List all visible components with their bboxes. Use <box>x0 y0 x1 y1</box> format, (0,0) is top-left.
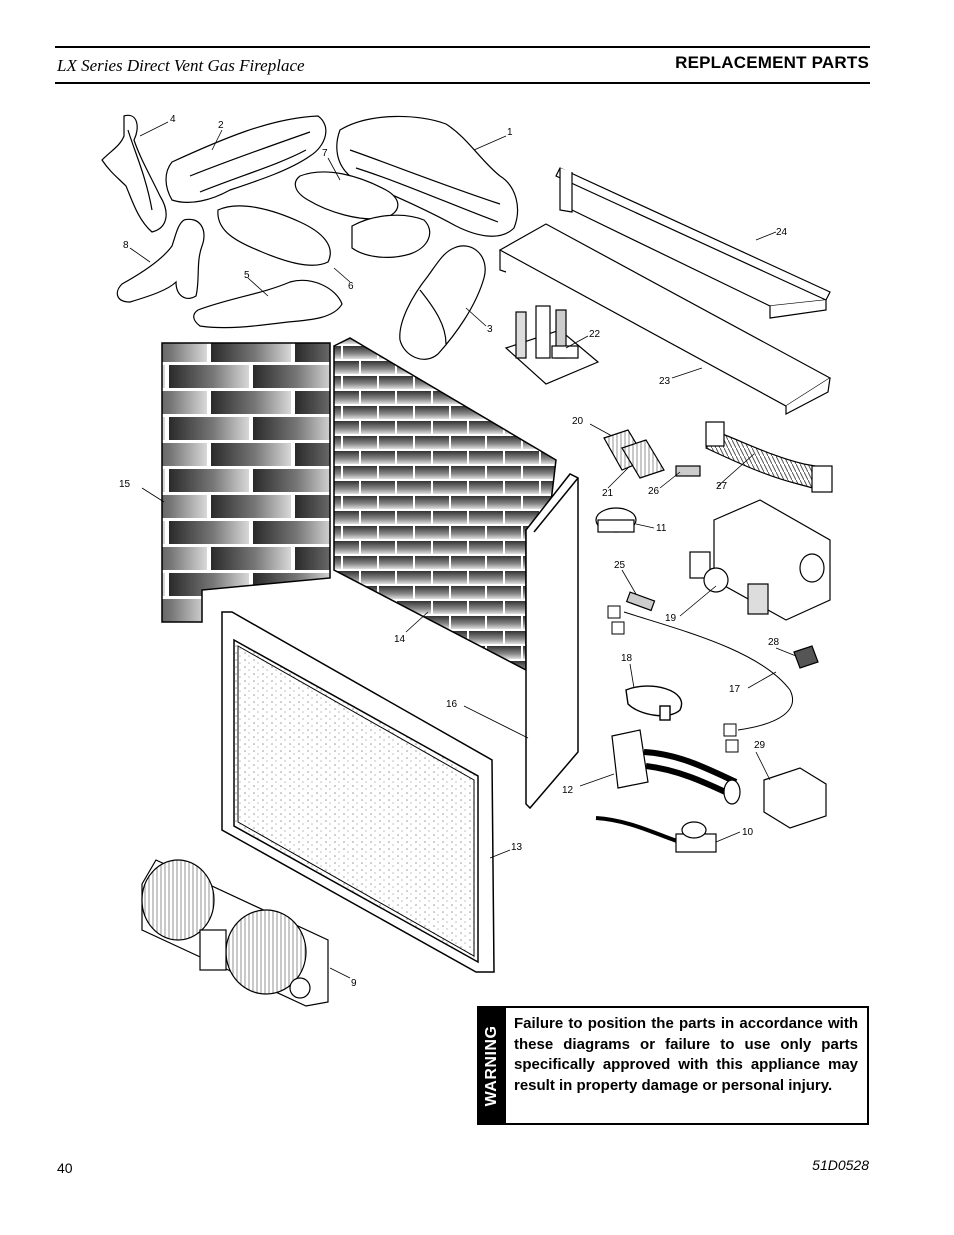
header-rule-top <box>55 46 870 48</box>
document-title: LX Series Direct Vent Gas Fireplace <box>57 56 305 75</box>
log-4 <box>101 114 167 233</box>
warning-text: Failure to position the parts in accorda… <box>514 1015 858 1094</box>
log-2 <box>165 115 327 203</box>
fitting-25 <box>625 591 656 612</box>
callout-29: 29 <box>754 740 766 751</box>
callout-23: 23 <box>659 376 671 387</box>
callout-28: 28 <box>768 637 780 648</box>
fitting-26 <box>675 465 701 477</box>
sleeve-21 <box>621 439 665 479</box>
callout-10: 10 <box>742 827 754 838</box>
module-12 <box>611 729 738 799</box>
log-8 <box>116 218 205 303</box>
switch-11 <box>595 507 637 533</box>
callout-labels: 1 2 3 4 5 6 7 8 9 10 11 12 13 14 15 16 1… <box>119 114 788 989</box>
callout-13: 13 <box>511 842 523 853</box>
callout-9: 9 <box>351 978 357 989</box>
warning-label: WARNING <box>483 1025 500 1107</box>
callout-5: 5 <box>244 270 250 281</box>
callout-16: 16 <box>446 699 458 710</box>
rocker-switch-28 <box>793 645 819 669</box>
callout-6: 6 <box>348 281 354 292</box>
callout-27: 27 <box>716 481 728 492</box>
callout-11: 11 <box>656 523 667 534</box>
warning-box: WARNING Failure to position the parts in… <box>477 1006 869 1125</box>
callout-22: 22 <box>589 329 601 340</box>
callout-1: 1 <box>507 127 513 138</box>
brick-panel-15 <box>161 342 331 623</box>
callout-26: 26 <box>648 486 660 497</box>
baffle-24 <box>555 167 831 319</box>
callout-2: 2 <box>218 120 224 131</box>
callout-8: 8 <box>123 240 129 251</box>
header-rule-bottom <box>55 82 870 84</box>
callout-18: 18 <box>621 653 633 664</box>
baffle-23 <box>498 223 832 415</box>
callout-12: 12 <box>562 785 574 796</box>
leader-lines <box>129 121 797 979</box>
log-6 <box>217 205 331 266</box>
brick-panel-14 <box>333 337 557 672</box>
callout-7: 7 <box>322 148 328 159</box>
callout-17: 17 <box>729 684 741 695</box>
blower-9 <box>141 859 329 1007</box>
pilot-assembly-22 <box>504 305 600 385</box>
wire-harness-17 <box>607 605 793 753</box>
callout-21: 21 <box>602 488 614 499</box>
callout-20: 20 <box>572 416 584 427</box>
section-title: REPLACEMENT PARTS <box>675 53 869 72</box>
document-number: 51D0528 <box>812 1157 869 1173</box>
flex-hose-27 <box>705 421 833 493</box>
log-grate-right <box>351 214 431 258</box>
warning-label-bar: WARNING <box>479 1008 506 1123</box>
callout-14: 14 <box>394 634 406 645</box>
callout-24: 24 <box>776 227 788 238</box>
callout-25: 25 <box>614 560 626 571</box>
glass-door-13 <box>221 611 495 973</box>
receiver-29 <box>723 767 827 829</box>
side-panel-16 <box>525 473 579 810</box>
callout-15: 15 <box>119 479 131 490</box>
page-number: 40 <box>57 1160 73 1176</box>
callout-3: 3 <box>487 324 493 335</box>
gas-valve-19 <box>689 499 831 621</box>
callout-19: 19 <box>665 613 677 624</box>
thermocouple-18 <box>625 685 683 721</box>
log-5 <box>193 279 343 329</box>
log-3 <box>399 245 486 360</box>
callout-4: 4 <box>170 114 176 125</box>
switch-10 <box>595 816 717 853</box>
